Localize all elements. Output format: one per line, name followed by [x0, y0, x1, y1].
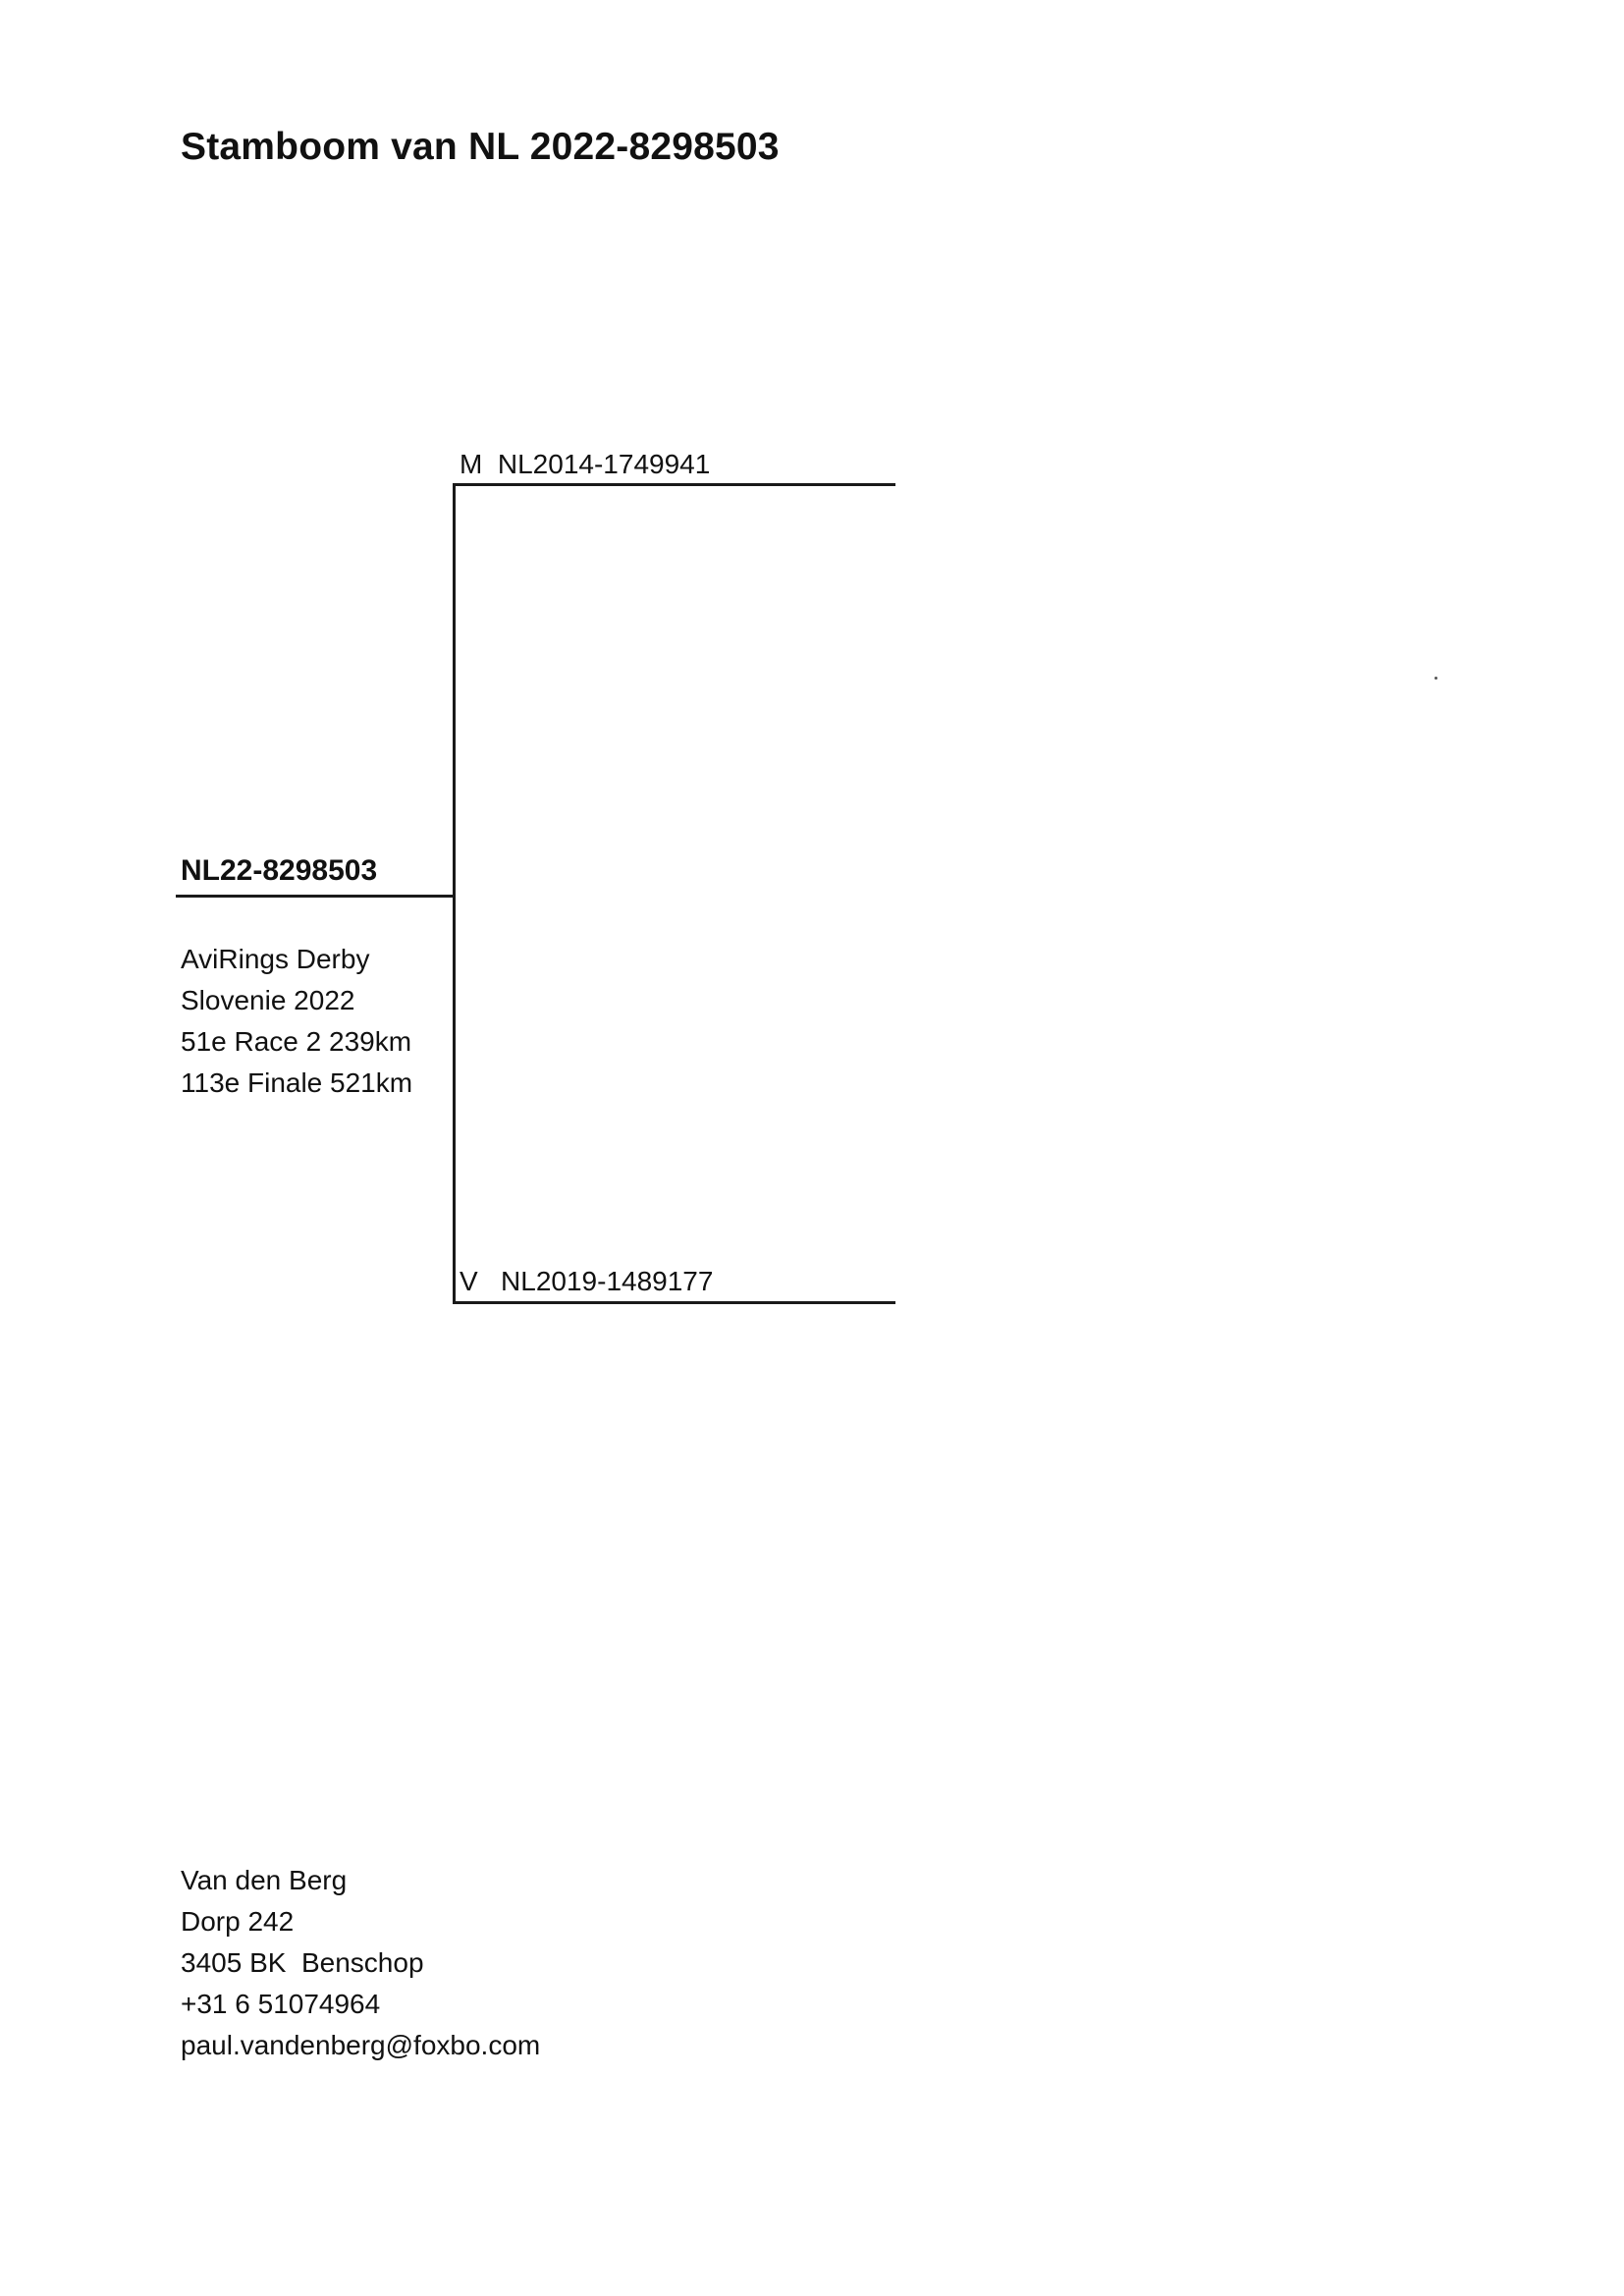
contact-postal-city: 3405 BK Benschop: [181, 1947, 424, 1978]
achievement-item: 113e Finale 521km: [181, 1067, 413, 1098]
page-title: Stamboom van NL 2022-8298503: [181, 126, 780, 168]
achievement-item: Slovenie 2022: [181, 985, 355, 1015]
mother-sex: V: [460, 1266, 478, 1296]
pigeon-id: NL22-8298503: [181, 854, 378, 887]
achievement-item: 51e Race 2 239km: [181, 1026, 412, 1057]
father-sex: M: [460, 449, 483, 479]
scan-speck: [1435, 677, 1437, 680]
mother-ring: NL2019-1489177: [501, 1266, 714, 1296]
contact-name: Van den Berg: [181, 1865, 348, 1895]
father-label: M NL2014-1749941: [460, 449, 710, 480]
mother-line: [453, 1301, 895, 1304]
father-line: [453, 483, 895, 486]
achievement-item: AviRings Derby: [181, 944, 370, 974]
achievements-list: AviRings Derby Slovenie 2022 51e Race 2 …: [181, 939, 412, 1104]
father-ring: NL2014-1749941: [497, 449, 711, 479]
contact-street: Dorp 242: [181, 1906, 295, 1937]
contact-email: paul.vandenberg@foxbo.com: [181, 2030, 541, 2060]
pigeon-line: [176, 895, 456, 898]
contact-block: Van den Berg Dorp 242 3405 BK Benschop +…: [181, 1860, 540, 2066]
tree-connector: [453, 483, 456, 1304]
mother-label: V NL2019-1489177: [460, 1266, 713, 1297]
contact-phone: +31 6 51074964: [181, 1989, 381, 2019]
